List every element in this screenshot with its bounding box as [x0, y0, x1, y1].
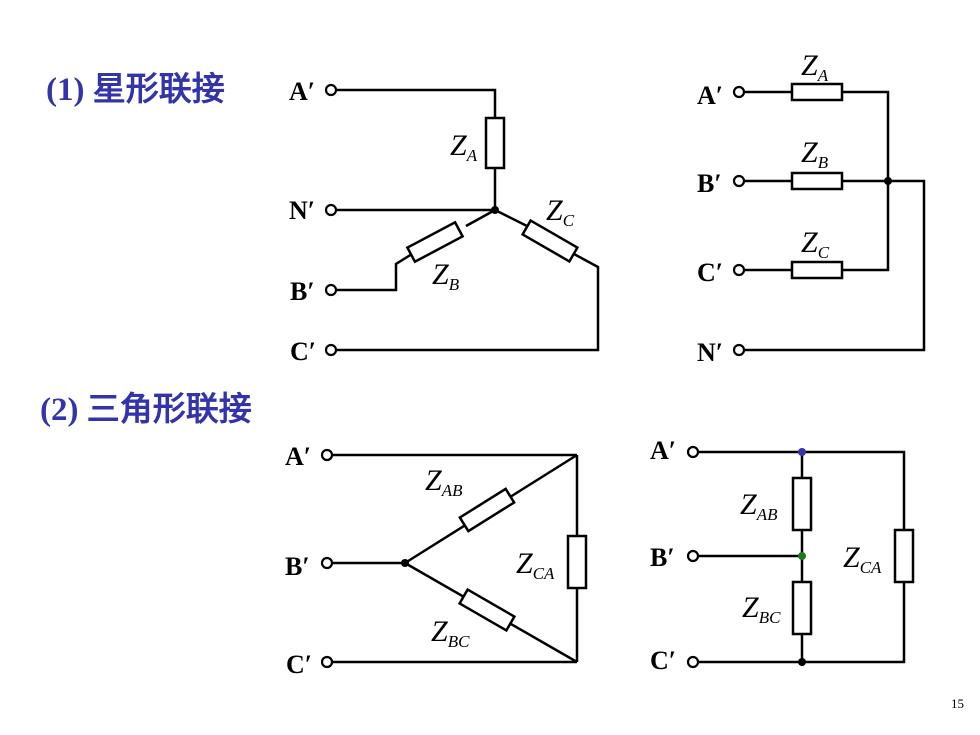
label-za: ZA	[801, 49, 829, 85]
delta-circuit-left: A′ B′ C′ ZAB ZBC ZCA	[285, 442, 588, 679]
terminal-b	[732, 174, 746, 188]
star-node	[884, 177, 892, 185]
delta-circuit-right: A′ B′ C′ ZAB ZBC ZCA	[650, 436, 915, 675]
resistor-zab	[458, 487, 516, 533]
star-circuit-right: A′ ZA B′ ZB C′ ZC N′	[697, 49, 926, 367]
terminal-c	[732, 263, 746, 277]
terminal-a	[732, 85, 746, 99]
terminal-label-c: C′	[697, 258, 723, 287]
label-zb: ZB	[432, 258, 460, 294]
terminal-label-c: C′	[650, 646, 676, 675]
terminal-label-c: C′	[290, 337, 316, 366]
wire-a	[336, 88, 497, 118]
label-zab: ZAB	[740, 488, 778, 524]
terminal-c	[320, 655, 334, 669]
terminal-label-c: C′	[286, 650, 312, 679]
resistor-za	[790, 82, 844, 102]
terminal-c	[324, 343, 338, 357]
node-c	[798, 658, 806, 666]
label-zc: ZC	[546, 194, 575, 230]
resistor-zb	[790, 171, 844, 191]
resistor-zb	[405, 220, 465, 264]
label-zbc: ZBC	[742, 591, 781, 627]
terminal-label-b: B′	[285, 552, 310, 581]
terminal-label-b: B′	[290, 277, 315, 306]
terminal-a	[324, 83, 338, 97]
heading-delta-connection: (2) 三角形联接	[40, 392, 252, 428]
wire-zc-c	[336, 252, 600, 352]
terminal-c	[686, 655, 700, 669]
resistor-zc	[520, 218, 580, 264]
label-zbc: ZBC	[431, 615, 470, 651]
terminal-label-a: A′	[285, 442, 311, 471]
label-zab: ZAB	[425, 464, 463, 500]
terminal-label-a: A′	[697, 81, 723, 110]
page-number: 15	[951, 696, 964, 711]
terminal-n	[732, 343, 746, 357]
label-zb: ZB	[801, 136, 829, 172]
resistor-zca	[893, 528, 915, 584]
terminal-n	[324, 203, 338, 217]
resistor-zca	[566, 534, 588, 590]
resistor-zbc	[791, 580, 813, 636]
terminal-label-n: N′	[697, 338, 723, 367]
label-zc: ZC	[801, 226, 830, 262]
label-za: ZA	[450, 129, 478, 165]
terminal-label-a: A′	[650, 436, 676, 465]
terminal-a	[686, 445, 700, 459]
wire-node-zb	[465, 208, 496, 228]
resistor-zab	[791, 476, 813, 532]
wire-node-zc	[494, 208, 528, 228]
resistor-zbc	[457, 587, 517, 633]
terminal-label-n: N′	[289, 196, 315, 225]
node-b	[798, 552, 806, 560]
resistor-za	[484, 116, 506, 170]
heading-star-connection: (1) 星形联接	[46, 72, 225, 108]
wire-zb-b	[336, 252, 413, 292]
star-circuit-left: A′ ZA N′ ZB B′ ZC C′	[289, 77, 600, 366]
terminal-label-b: B′	[697, 169, 722, 198]
terminal-b	[320, 556, 334, 570]
label-zca: ZCA	[516, 547, 555, 583]
terminal-a	[320, 448, 334, 462]
label-zca: ZCA	[843, 541, 882, 577]
terminal-b	[686, 549, 700, 563]
terminal-label-a: A′	[289, 77, 315, 106]
resistor-zc	[790, 260, 844, 280]
wire-zb-n	[744, 179, 926, 352]
node-a	[798, 448, 806, 456]
terminal-label-b: B′	[650, 543, 675, 572]
terminal-b	[324, 283, 338, 297]
